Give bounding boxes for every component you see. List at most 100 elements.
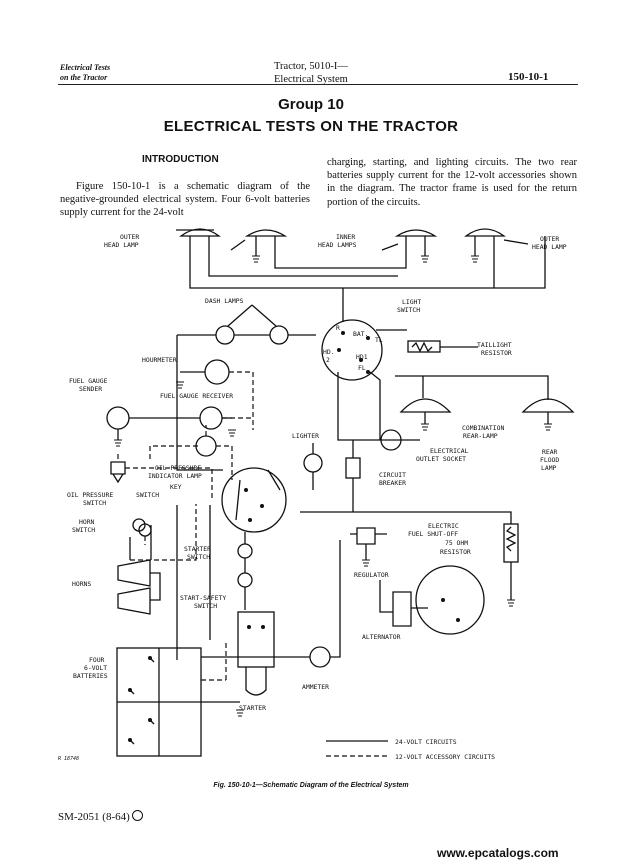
- horn-2-icon: [117, 587, 151, 615]
- label-rear-flood-1: REAR: [542, 448, 558, 456]
- label-taillight-2: RESISTOR: [481, 349, 512, 357]
- label-outer-head-lamp-right-2: HEAD LAMP: [532, 243, 567, 251]
- label-start-safety-1: START-SAFETY: [180, 594, 226, 602]
- label-switch-tl: TL: [375, 336, 383, 344]
- label-horns: HORNS: [72, 580, 91, 588]
- label-horn-switch-1: HORN: [79, 518, 95, 526]
- footer-code: SM-2051 (8-64): [58, 811, 130, 823]
- label-electric-fuel-1: ELECTRIC: [428, 522, 459, 530]
- label-regulator: REGULATOR: [354, 571, 389, 579]
- label-resistor-2: RESISTOR: [440, 548, 471, 556]
- label-switch-hd2-2: 2: [326, 356, 330, 364]
- label-starter-switch-1: STARTER: [184, 545, 211, 553]
- label-fuel-gauge-sender-1: FUEL GAUGE: [69, 377, 108, 385]
- label-oil-pressure-lamp-2: INDICATOR LAMP: [148, 472, 202, 480]
- label-start-safety-2: SWITCH: [194, 602, 217, 610]
- group-title: Group 10: [278, 96, 344, 113]
- key-switch-icon: [221, 467, 287, 533]
- label-resistor-1: 75 OHM: [445, 539, 468, 547]
- hourmeter-icon: [204, 359, 230, 385]
- label-outer-head-lamp-left-2: HEAD LAMP: [104, 241, 139, 249]
- label-batteries-1: FOUR: [89, 656, 105, 664]
- label-switch-fl: FL: [358, 364, 366, 372]
- label-legend-24v: 24-VOLT CIRCUITS: [395, 738, 457, 746]
- label-key-switch-1: KEY: [170, 483, 182, 491]
- label-rear-flood-3: LAMP: [541, 464, 557, 472]
- label-legend-12v: 12-VOLT ACCESSORY CIRCUITS: [395, 753, 495, 761]
- header-rule: [58, 84, 578, 85]
- introduction-heading: INTRODUCTION: [142, 154, 219, 165]
- label-switch-hd2-1: HD.: [323, 348, 335, 356]
- label-rear-flood-2: FLOOD: [540, 456, 559, 464]
- running-head-left: Electrical Tests on the Tractor: [60, 63, 110, 83]
- label-outer-head-lamp-left-1: OUTER: [120, 233, 139, 241]
- running-head-center-line2: Electrical System: [274, 74, 348, 85]
- label-circuit-breaker-2: BREAKER: [379, 479, 406, 487]
- inner-head-lamp-2-icon: [394, 229, 438, 237]
- start-safety-switch-icon: [237, 572, 253, 588]
- label-oil-pressure-switch-1: OIL PRESSURE: [67, 491, 113, 499]
- label-horn-switch-2: SWITCH: [72, 526, 95, 534]
- rear-flood-lamp-icon: [521, 398, 575, 413]
- label-switch-r: R: [336, 324, 340, 332]
- label-inner-head-lamps-2: HEAD LAMPS: [318, 241, 357, 249]
- label-ammeter: AMMETER: [302, 683, 329, 691]
- outer-head-lamp-left-icon: [179, 228, 221, 237]
- label-electric-fuel-2: FUEL SHUT-OFF: [408, 530, 458, 538]
- label-starter: STARTER: [239, 704, 266, 712]
- label-outer-head-lamp-right-1: OUTER: [540, 235, 559, 243]
- section-title: ELECTRICAL TESTS ON THE TRACTOR: [163, 118, 459, 135]
- horn-1-icon: [117, 559, 151, 587]
- label-dash-lamps: DASH LAMPS: [205, 297, 244, 305]
- label-lighter: LIGHTER: [292, 432, 319, 440]
- label-batteries-2: 6-VOLT: [84, 664, 107, 672]
- label-electrical-outlet-1: ELECTRICAL: [430, 447, 469, 455]
- figure-caption: Fig. 150-10-1—Schematic Diagram of the E…: [213, 782, 409, 789]
- label-taillight-1: TAILLIGHT: [477, 341, 512, 349]
- oil-pressure-indicator-lamp-icon: [195, 435, 217, 457]
- label-batteries-3: BATTERIES: [73, 672, 108, 680]
- starter-motor-icon: [237, 611, 275, 668]
- label-fuel-gauge-sender-2: SENDER: [79, 385, 102, 393]
- starter-switch-icon: [237, 543, 253, 559]
- label-inner-head-lamps-1: INNER: [336, 233, 355, 241]
- label-switch-bat: BAT.: [353, 330, 368, 338]
- label-ref-code: R 18748: [58, 756, 79, 762]
- oil-pressure-switch-icon: [110, 461, 126, 484]
- alternator-icon: [415, 565, 485, 635]
- fuel-gauge-receiver-icon: [199, 406, 223, 430]
- dash-lamp-1-icon: [215, 325, 235, 345]
- ammeter-icon: [309, 646, 331, 668]
- label-light-switch-1: LIGHT: [402, 298, 421, 306]
- fuel-gauge-sender-icon: [106, 406, 130, 430]
- label-light-switch-2: SWITCH: [397, 306, 420, 314]
- label-alternator: ALTERNATOR: [362, 633, 401, 641]
- running-head-center-line1: Tractor, 5010-I—: [274, 61, 348, 72]
- circuit-breaker-icon: [345, 457, 361, 479]
- label-key-switch-2: SWITCH: [136, 491, 159, 499]
- electric-fuel-shutoff-icon: [350, 527, 387, 545]
- outer-head-lamp-right-icon: [464, 228, 506, 237]
- combination-rear-lamp-icon: [399, 398, 452, 413]
- label-hourmeter: HOURMETER: [142, 356, 177, 364]
- running-head-center: Tractor, 5010-I— Electrical System: [274, 60, 348, 86]
- intro-paragraph-left: Figure 150-10-1 is a schematic diagram o…: [60, 181, 310, 219]
- gear-icon: [131, 810, 143, 821]
- light-switch-icon: [321, 319, 383, 381]
- label-electrical-outlet-2: OUTLET SOCKET: [416, 455, 466, 463]
- label-switch-hd1: HD1: [356, 353, 368, 361]
- dash-lamp-2-icon: [269, 325, 289, 345]
- regulator-icon: [392, 591, 412, 627]
- label-combination-1: COMBINATION: [462, 424, 504, 432]
- page-number: 150-10-1: [508, 71, 549, 83]
- electrical-outlet-socket-icon: [380, 429, 402, 451]
- label-oil-pressure-lamp-1: OIL PRESSURE: [155, 464, 201, 472]
- label-starter-switch-2: SWITCH: [187, 553, 210, 561]
- footer-left: SM-2051 (8-64): [58, 810, 143, 823]
- running-head-left-line1: Electrical Tests: [60, 63, 111, 72]
- label-fuel-gauge-receiver: FUEL GAUGE RECEIVER: [160, 392, 233, 400]
- intro-paragraph-right: charging, starting, and lighting circuit…: [327, 157, 577, 208]
- label-combination-2: REAR-LAMP: [463, 432, 498, 440]
- lighter-icon: [303, 453, 323, 473]
